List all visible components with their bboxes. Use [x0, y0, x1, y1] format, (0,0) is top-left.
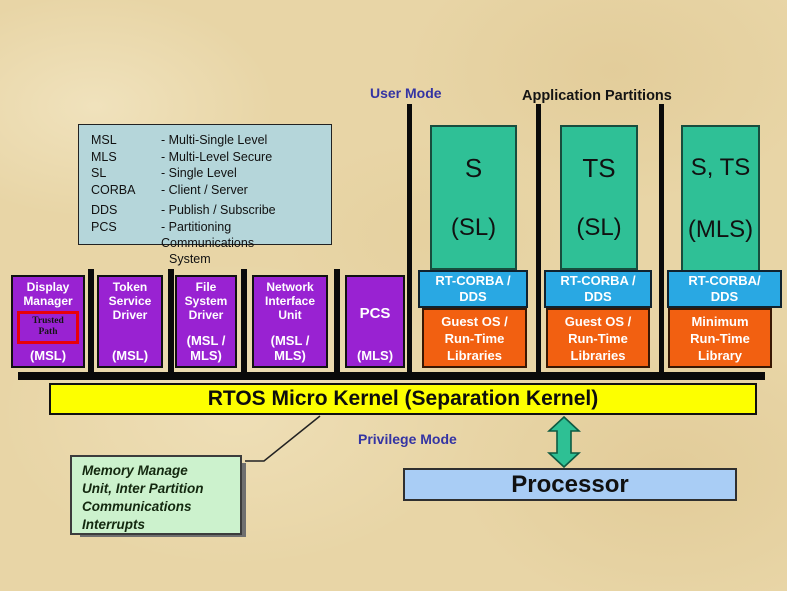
- driver-title: Display Manager: [23, 280, 73, 308]
- legend-row-dds: DDS - Publish / Subscribe: [91, 202, 327, 219]
- driver-wall-1: [88, 269, 94, 380]
- driver-box-token-service: Token Service Driver (MSL): [97, 275, 163, 368]
- legend-def-continuation: System: [169, 251, 211, 266]
- partition-wall-user-mode: [407, 104, 412, 380]
- partition-level: (SL): [450, 214, 497, 242]
- rtos-kernel-bar: RTOS Micro Kernel (Separation Kernel): [49, 383, 757, 415]
- driver-wall-3: [241, 269, 247, 380]
- driver-title: Network Interface Unit: [264, 280, 316, 322]
- legend-def: - Client / Server: [161, 182, 248, 197]
- kernel-processor-arrow-icon: [546, 416, 582, 468]
- legend-abbr: DDS: [91, 203, 118, 217]
- partition-wall-1: [536, 104, 541, 380]
- legend-row-corba: CORBA - Client / Server: [91, 182, 327, 199]
- middleware-box-2: RT-CORBA / DDS: [544, 270, 652, 308]
- partition-classification: TS: [582, 152, 616, 183]
- partition-wall-2: [659, 104, 664, 380]
- driver-wall-4: [334, 269, 340, 380]
- privilege-mode-label: Privilege Mode: [358, 431, 457, 447]
- partition-box-ts-sl: TS (SL): [560, 125, 638, 270]
- legend-box: MSL - Multi-Single Level MLS - Multi-Lev…: [78, 124, 332, 266]
- driver-title: File System Driver: [184, 280, 228, 322]
- driver-box-display-manager: Display Manager Trusted Path (MSL): [11, 275, 85, 368]
- runtime-box-1: Guest OS / Run-Time Libraries: [422, 308, 527, 368]
- kernel-note-box: Memory Manage Unit, Inter Partition Comm…: [70, 455, 242, 535]
- driver-level: (MSL): [29, 348, 67, 363]
- legend-def: - Partitioning Communications: [161, 219, 255, 251]
- legend-row-sl: SL - Single Level: [91, 165, 327, 182]
- driver-box-pcs: PCS (MLS): [345, 275, 405, 368]
- legend-row-mls: MLS - Multi-Level Secure: [91, 149, 327, 166]
- driver-level: (MLS): [356, 348, 394, 363]
- legend-def: - Multi-Single Level: [161, 133, 268, 147]
- user-mode-label: User Mode: [370, 85, 442, 101]
- processor-box: Processor: [403, 468, 737, 501]
- partition-classification: S: [464, 152, 483, 183]
- legend-def: - Publish / Subscribe: [161, 203, 276, 217]
- driver-level: (MSL / MLS): [270, 333, 310, 363]
- legend-abbr: MSL: [91, 133, 117, 147]
- driver-title: Token Service Driver: [108, 280, 152, 322]
- partition-box-s-sl: S (SL): [430, 125, 517, 270]
- partition-level: (SL): [576, 214, 622, 242]
- driver-box-file-system: File System Driver (MSL / MLS): [175, 275, 237, 368]
- trusted-path-box: Trusted Path: [17, 311, 79, 344]
- partition-classification: S, TS: [690, 154, 751, 182]
- legend-def: - Single Level: [161, 166, 237, 180]
- runtime-box-2: Guest OS / Run-Time Libraries: [546, 308, 650, 368]
- legend-abbr: SL: [91, 166, 107, 180]
- legend-row-msl: MSL - Multi-Single Level: [91, 132, 327, 149]
- application-partitions-label: Application Partitions: [522, 88, 672, 104]
- legend-row-pcs: PCS - Partitioning Communications: [91, 219, 327, 252]
- legend-def: - Multi-Level Secure: [161, 149, 273, 164]
- legend-abbr: PCS: [91, 219, 117, 234]
- middleware-box-1: RT-CORBA / DDS: [418, 270, 528, 308]
- driver-level: (MSL / MLS): [186, 333, 226, 363]
- legend-abbr: CORBA: [91, 182, 136, 197]
- runtime-box-3: Minimum Run-Time Library: [668, 308, 772, 368]
- partition-level: (MLS): [687, 215, 754, 243]
- driver-title: PCS: [359, 305, 391, 322]
- driver-box-network-interface: Network Interface Unit (MSL / MLS): [252, 275, 328, 368]
- middleware-box-3: RT-CORBA/ DDS: [667, 270, 782, 308]
- driver-level: (MSL): [111, 348, 149, 363]
- kernel-platform-bar: [18, 372, 765, 380]
- partition-box-s-ts-mls: S, TS (MLS): [681, 125, 760, 272]
- legend-abbr: MLS: [91, 149, 117, 164]
- driver-wall-2: [168, 269, 174, 380]
